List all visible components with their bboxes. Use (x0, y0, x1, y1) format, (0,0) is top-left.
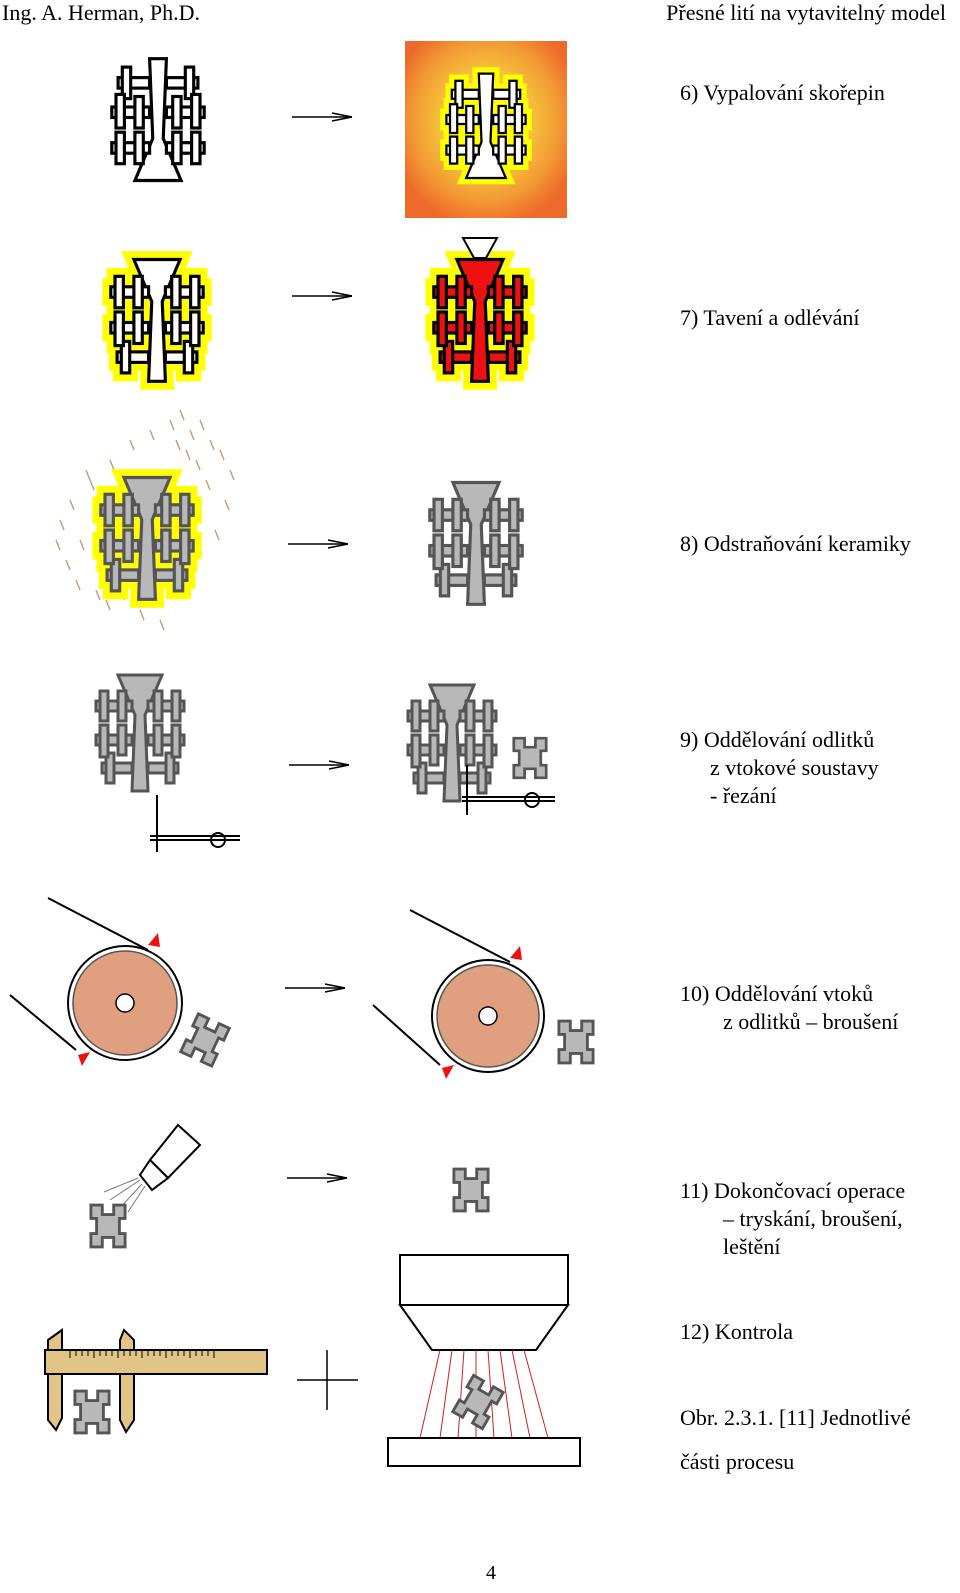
step-6-line-1: 6) Vypalování skořepin (680, 80, 885, 105)
wax-tree-outline (110, 57, 206, 183)
caption-line-1: Obr. 2.3.1. [11] Jednotlivé (680, 1405, 911, 1430)
step-11-label: 11) Dokončovací operace – tryskání, brou… (680, 1177, 905, 1261)
step-12-label: 12) Kontrola (680, 1318, 793, 1346)
header-author: Ing. A. Herman, Ph.D. (2, 0, 200, 25)
casting-tree-before-cut (94, 673, 186, 793)
grinding-wheel-right (372, 909, 545, 1079)
blasting-nozzle (103, 1123, 202, 1213)
step-9-line-3: - řezání (710, 783, 777, 808)
part-measured (73, 1389, 111, 1435)
caption-line-2: části procesu (680, 1449, 795, 1474)
step-9-line-2: z vtokové soustavy (710, 755, 879, 780)
step-6-label: 6) Vypalování skořepin (680, 79, 885, 107)
step-11-line-3: leštění (723, 1234, 781, 1259)
saw-icon (150, 795, 240, 852)
step-10-label: 10) Oddělování vtoků z odlitků – broušen… (680, 980, 898, 1036)
step-7-label: 7) Tavení a odlévání (680, 304, 860, 332)
page-number: 4 (486, 1562, 496, 1584)
arrow-icon (286, 1173, 348, 1183)
caliper (44, 1328, 268, 1434)
arrow-icon (291, 291, 353, 301)
casting-tree-clean (428, 480, 524, 606)
part-finished (452, 1167, 490, 1213)
part-ground (557, 1019, 595, 1065)
step-8-line-1: 8) Odstraňování keramiky (680, 531, 911, 556)
step-8-label: 8) Odstraňování keramiky (680, 530, 911, 558)
arrow-icon (284, 983, 346, 993)
part-blasted (89, 1203, 127, 1249)
step-7-line-1: 7) Tavení a odlévání (680, 305, 860, 330)
grinding-wheel-left (9, 897, 183, 1066)
plus-sign (297, 1350, 358, 1410)
step-9-line-1: 9) Oddělování odlitků (680, 727, 875, 752)
step-12-line-1: 12) Kontrola (680, 1319, 794, 1344)
figure-caption: Obr. 2.3.1. [11] Jednotlivé části proces… (680, 1396, 911, 1484)
step-10-line-1: 10) Oddělování vtoků (680, 981, 874, 1006)
arrow-icon (291, 112, 353, 122)
step-11-line-2: – tryskání, broušení, (723, 1206, 903, 1231)
step-9-label: 9) Oddělování odlitků z vtokové soustavy… (680, 726, 879, 810)
cut-part (512, 736, 548, 780)
saw-icon (462, 765, 555, 815)
casting-tree-cut (406, 683, 498, 803)
header-title: Přesné lití na vytavitelný model (666, 0, 946, 25)
arrow-icon (287, 539, 349, 549)
part-grinding (179, 1012, 231, 1068)
step-11-line-1: 11) Dokončovací operace (680, 1178, 906, 1203)
step-10-line-2: z odlitků – broušení (723, 1009, 899, 1034)
xray-inspection (387, 1254, 581, 1467)
part-inspected (451, 1373, 505, 1431)
tree-with-shell (99, 475, 195, 601)
ceramic-debris (55, 409, 235, 631)
arrow-icon (288, 760, 350, 770)
